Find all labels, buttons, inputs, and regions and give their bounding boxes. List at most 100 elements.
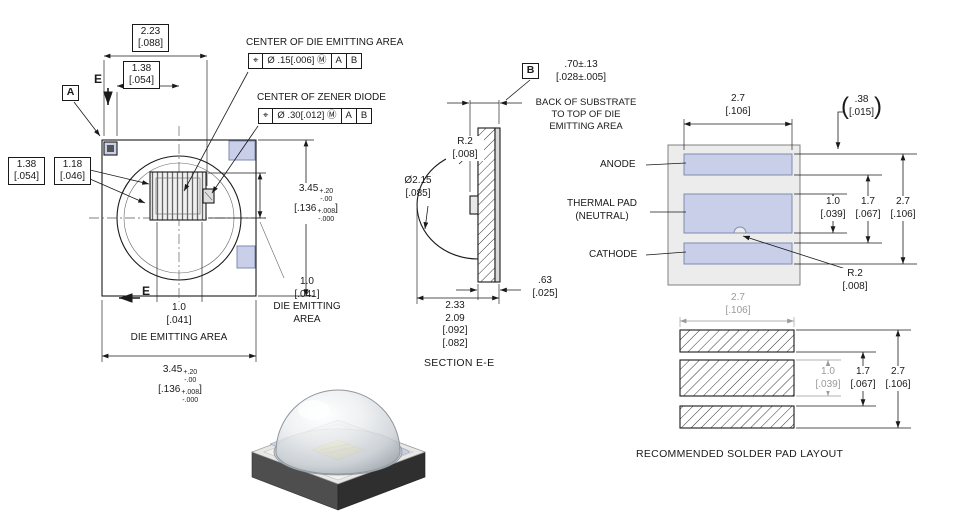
dim-dome-diameter: Ø2.15 [.085] bbox=[394, 175, 442, 200]
dim-mm: 3.45 bbox=[162, 364, 183, 375]
dim-in: [.008] bbox=[842, 280, 868, 292]
dim-mm: 1.0 bbox=[826, 196, 840, 207]
fcf-datum-b: B bbox=[345, 54, 361, 68]
mmc-symbol: Ⓜ bbox=[317, 55, 327, 66]
solder-dim-2-7: 2.7 [.106] bbox=[878, 366, 918, 391]
dim-in: [.054] bbox=[129, 75, 155, 86]
dim-in: [.106] bbox=[725, 304, 751, 316]
die-label-1: DIE EMITTING bbox=[273, 301, 341, 312]
die-area-label: DIE EMITTING AREA bbox=[130, 332, 228, 343]
fcf-datum-b: B bbox=[355, 109, 371, 123]
dim-mm: R.2 bbox=[847, 268, 863, 279]
label-cathode: CATHODE bbox=[589, 249, 638, 260]
dim-mm: 2.7 bbox=[896, 196, 910, 207]
label-anode: ANODE bbox=[600, 159, 636, 170]
dim-mm: 1.0 bbox=[821, 366, 835, 377]
dim-mm: 1.38 bbox=[131, 63, 152, 74]
pad-dim-1-0: 1.0 [.039] bbox=[813, 196, 853, 221]
dim-70: .70±.13 [.028±.005] bbox=[538, 59, 624, 84]
dim-package-height: 3.45+.20-.00 [.136+.008-.000] bbox=[276, 183, 356, 224]
dim-2-23-box: 2.23 [.088] bbox=[132, 24, 170, 52]
fcf-die-position: ⌖ Ø .15[.006] Ⓜ A B bbox=[248, 53, 363, 69]
fcf-datum-a: A bbox=[340, 109, 356, 123]
dim-mm: R.2 bbox=[446, 136, 484, 149]
dim-in: [.015] bbox=[849, 106, 875, 118]
position-symbol: ⌖ bbox=[263, 110, 269, 121]
dim-in: [.106] bbox=[890, 208, 916, 220]
callout-zener-center-label: CENTER OF ZENER DIODE bbox=[257, 92, 386, 103]
dim-in: [.039] bbox=[815, 378, 841, 390]
dim-in: [.106] bbox=[885, 378, 911, 390]
dim-ref-38: ( .38 [.015] ) bbox=[841, 94, 882, 119]
datum-b-flag: B bbox=[522, 63, 539, 79]
led-3d-render bbox=[250, 389, 427, 511]
section-title: SECTION E-E bbox=[424, 357, 495, 369]
section-mark-e-bottom: E bbox=[142, 284, 151, 298]
dim-in: [.085] bbox=[405, 187, 431, 199]
dim-mm: .70±.13 bbox=[564, 59, 598, 70]
dim-mm: 2.23 bbox=[140, 26, 161, 37]
dim-in: [.046] bbox=[60, 171, 86, 182]
dim-in: [.041] bbox=[144, 314, 214, 327]
solder-dim-width: 2.7 [.106] bbox=[712, 292, 764, 317]
dim-mm: 2.7 bbox=[731, 93, 745, 104]
dim-r2-dome: R.2 [.008] bbox=[446, 136, 484, 161]
pad-dim-1-7: 1.7 [.067] bbox=[848, 196, 888, 221]
dim-mm: 1.38 bbox=[16, 159, 37, 170]
dim-mm: 2.7 bbox=[731, 292, 745, 303]
section-view-art bbox=[416, 79, 531, 304]
die-dim-right: 1.0 [.041] DIE EMITTING AREA bbox=[268, 276, 346, 326]
fcf-tolerance: Ø .15[.006] bbox=[267, 55, 315, 66]
dim-in: [.067] bbox=[855, 208, 881, 220]
pad-dim-width: 2.7 [.106] bbox=[712, 93, 764, 118]
dim-in: [.136 bbox=[158, 384, 181, 396]
dim-in: [.136 bbox=[294, 203, 317, 215]
dim-mm: 1.0 bbox=[144, 302, 214, 315]
fcf-tolerance: Ø .30[.012] bbox=[277, 110, 325, 121]
dim-dome-height-stack: 2.33 2.09 [.092] [.082] bbox=[431, 300, 479, 350]
top-view-art bbox=[73, 53, 314, 362]
fcf-zener-position: ⌖ Ø .30[.012] Ⓜ A B bbox=[258, 108, 373, 124]
die-label-2: AREA bbox=[293, 313, 321, 325]
solder-dim-1-0: 1.0 [.039] bbox=[808, 366, 848, 391]
dim-mm: .63 bbox=[538, 275, 552, 286]
dim-in: [.008] bbox=[446, 148, 484, 161]
dim-package-width: 3.45+.20-.00 [.136+.008-.000] bbox=[158, 364, 202, 405]
pad-dim-r2: R.2 [.008] bbox=[834, 268, 876, 293]
pad-dim-2-7: 2.7 [.106] bbox=[883, 196, 923, 221]
dim-1-18-left-box: 1.18 [.046] bbox=[54, 157, 92, 185]
dim-in: [.039] bbox=[820, 208, 846, 220]
dim-in: [.106] bbox=[725, 105, 751, 117]
dim-mm: Ø2.15 bbox=[404, 175, 432, 186]
close-paren: ) bbox=[874, 92, 883, 120]
callout-die-center-label: CENTER OF DIE EMITTING AREA bbox=[246, 37, 404, 48]
dim-in: [.088] bbox=[138, 38, 164, 49]
dim-mm: 2.7 bbox=[891, 366, 905, 377]
dim-in: [.041] bbox=[294, 288, 320, 300]
dim-mm: 1.18 bbox=[62, 159, 83, 170]
position-symbol: ⌖ bbox=[253, 55, 259, 66]
dim-mm: 1.7 bbox=[861, 196, 875, 207]
dim-63: .63 [.025] bbox=[524, 275, 566, 300]
dim-1-38-left-box: 1.38 [.054] bbox=[8, 157, 46, 185]
solder-layout-art bbox=[679, 317, 911, 429]
label-thermal-pad: THERMAL PAD (NEUTRAL) bbox=[566, 198, 637, 222]
dim-mm: 1.7 bbox=[856, 366, 870, 377]
mmc-symbol: Ⓜ bbox=[327, 110, 337, 121]
fcf-datum-a: A bbox=[330, 54, 346, 68]
dim-mm: 3.45 bbox=[298, 183, 319, 194]
solder-dim-1-7: 1.7 [.067] bbox=[843, 366, 883, 391]
dim-mm: 1.0 bbox=[300, 276, 314, 287]
dim-in: [.028±.005] bbox=[556, 71, 606, 83]
dim-in: [.025] bbox=[532, 287, 558, 299]
solder-layout-caption: RECOMMENDED SOLDER PAD LAYOUT bbox=[636, 448, 844, 460]
dim-1-38-top-box: 1.38 [.054] bbox=[123, 61, 161, 89]
section-note: BACK OF SUBSTRATE TO TOP OF DIE EMITTING… bbox=[535, 97, 637, 132]
dim-in: [.067] bbox=[850, 378, 876, 390]
open-paren: ( bbox=[841, 92, 849, 120]
dim-in: [.054] bbox=[14, 171, 40, 182]
dim-mm: .38 bbox=[854, 94, 869, 105]
datum-a-flag: A bbox=[62, 85, 79, 101]
